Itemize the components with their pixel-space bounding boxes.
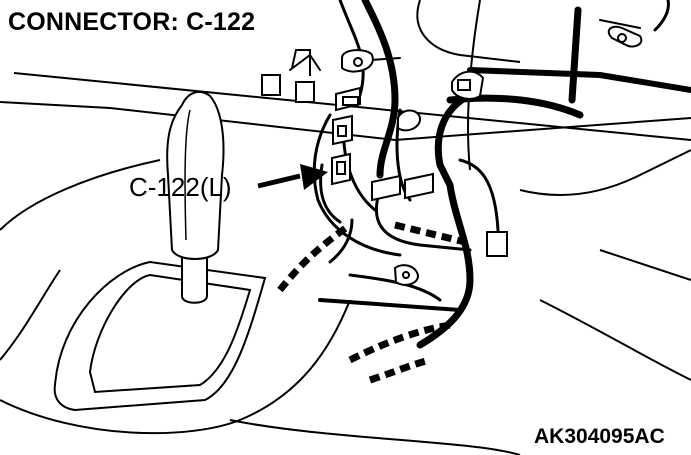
shift-lever-icon <box>53 90 267 412</box>
connector-title: CONNECTOR: C-122 <box>8 8 256 36</box>
figure-code: AK304095AC <box>534 425 665 448</box>
ground-terminal-icon <box>341 25 643 286</box>
pointer-arrow-icon <box>257 164 328 190</box>
connector-callout-label: C-122(L) <box>129 172 232 202</box>
dashed-harness <box>277 221 466 384</box>
connector-icon <box>261 70 508 257</box>
